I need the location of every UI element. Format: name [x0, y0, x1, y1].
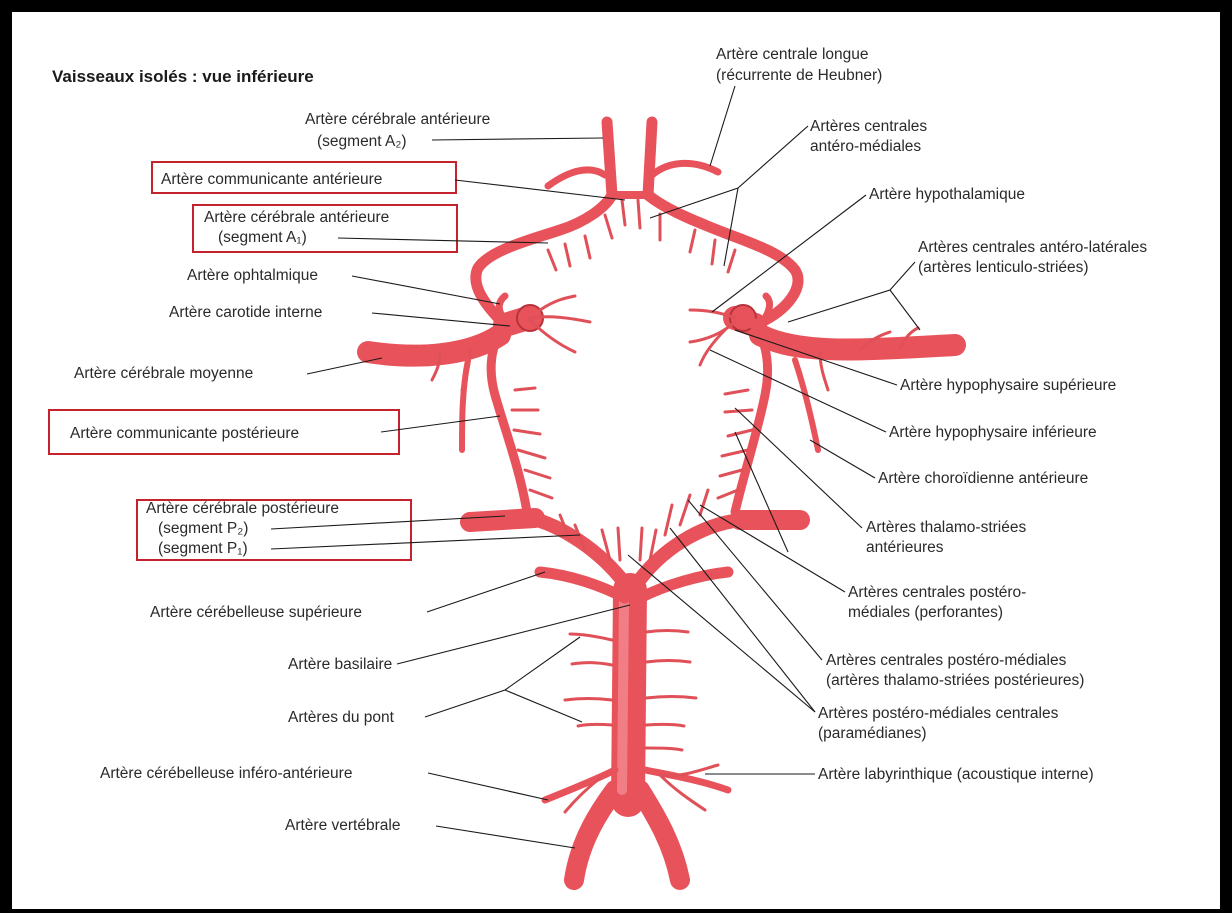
label-aca-a2-line1: Artère cérébrale antérieure: [305, 111, 490, 128]
label-posteromedial-thal-line2: (artères thalamo-striées postérieures): [826, 672, 1084, 689]
label-thalamostriate-ant-line1: Artères thalamo-striées: [866, 519, 1026, 536]
label-pca-p1: (segment P₁): [158, 540, 248, 557]
figure-title: Vaisseaux isolés : vue inférieure: [52, 67, 314, 86]
label-aca-a1-line1: Artère cérébrale antérieure: [204, 209, 389, 226]
circle-of-willis-diagram: Vaisseaux isolés : vue inférieure Artère…: [12, 12, 1220, 909]
label-ica: Artère carotide interne: [169, 304, 322, 321]
label-heubner-line1: Artère centrale longue: [716, 46, 869, 63]
label-hypothalamic: Artère hypothalamique: [869, 186, 1025, 203]
label-thalamostriate-ant-line2: antérieures: [866, 539, 944, 556]
vertebral-artery-left: [574, 790, 615, 880]
label-vertebral: Artère vertébrale: [285, 817, 400, 834]
figure-frame: Vaisseaux isolés : vue inférieure Artère…: [12, 12, 1220, 909]
aca-a2-right: [648, 122, 652, 195]
mca-right: [760, 335, 955, 349]
label-aica: Artère cérébelleuse inféro-antérieure: [100, 765, 352, 782]
label-mca: Artère cérébrale moyenne: [74, 365, 253, 382]
label-pca-p2: (segment P₂): [158, 520, 248, 537]
label-pca-line1: Artère cérébrale postérieure: [146, 500, 339, 517]
central-perforators: [512, 200, 752, 560]
label-pcom: Artère communicante postérieure: [70, 425, 299, 442]
label-heubner-line2: (récurrente de Heubner): [716, 67, 882, 84]
label-anterolateral-line2: (artères lenticulo-striées): [918, 259, 1089, 276]
label-paramedian-line1: Artères postéro-médiales centrales: [818, 705, 1059, 722]
label-inf-hypophyseal: Artère hypophysaire inférieure: [889, 424, 1097, 441]
label-paramedian-line2: (paramédianes): [818, 725, 927, 742]
aca-a1-right: [648, 195, 798, 325]
label-aca-a2-line2: (segment A₂): [317, 133, 407, 150]
label-aca-a1-line2: (segment A₁): [218, 229, 307, 246]
pcom-left: [491, 325, 527, 512]
label-anteromedial-line2: antéro-médiales: [810, 138, 921, 155]
label-ant-choroidal: Artère choroïdienne antérieure: [878, 470, 1088, 487]
pca-p2-left: [470, 518, 535, 522]
label-anteromedial-line1: Artères centrales: [810, 118, 927, 135]
anterior-choroidal-left: [462, 360, 468, 450]
label-sup-hypophyseal: Artère hypophysaire supérieure: [900, 377, 1116, 394]
label-ophthalmic: Artère ophtalmique: [187, 267, 318, 284]
label-basilar: Artère basilaire: [288, 656, 392, 673]
heubner-right: [652, 163, 718, 175]
label-posteromedial-perf-line2: médiales (perforantes): [848, 604, 1003, 621]
label-acom: Artère communicante antérieure: [161, 171, 382, 188]
label-sca: Artère cérébelleuse supérieure: [150, 604, 362, 621]
mca-left: [368, 335, 500, 356]
vertebral-artery-right: [640, 790, 680, 880]
heubner-left: [548, 170, 605, 186]
label-pontine: Artères du pont: [288, 709, 395, 726]
anterior-choroidal-right: [795, 360, 818, 450]
aca-a2-left: [607, 122, 612, 195]
label-anterolateral-line1: Artères centrales antéro-latérales: [918, 239, 1147, 256]
label-posteromedial-thal-line1: Artères centrales postéro-médiales: [826, 652, 1067, 669]
label-posteromedial-perf-line1: Artères centrales postéro-: [848, 584, 1026, 601]
label-labyrinthine: Artère labyrinthique (acoustique interne…: [818, 766, 1094, 783]
pcom-right: [735, 325, 768, 512]
